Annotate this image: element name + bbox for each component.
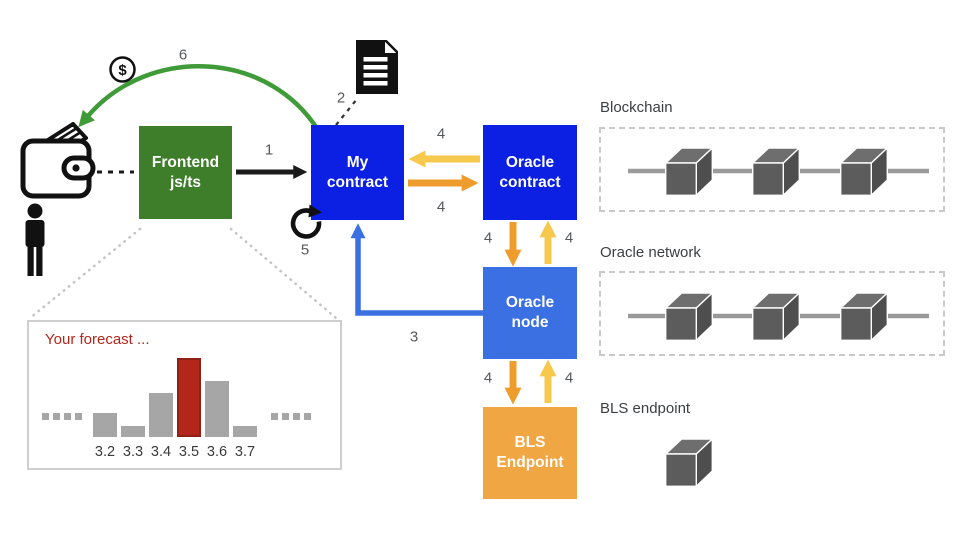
truncation-dots-right [271,413,311,420]
forecast-bar-3.5 [177,358,201,437]
cube-icon [663,146,715,197]
forecast-x-label: 3.4 [150,444,172,460]
step-label-4c: 4 [483,229,493,247]
cube-icon [663,291,715,342]
oracle-network-dashed-box [599,271,945,356]
cube-icon [838,146,890,197]
my-contract-node: My contract [311,125,404,220]
frontend-label-line1: Frontend [151,153,220,171]
forecast-bar-3.4 [149,393,173,437]
bls-label-line2: Endpoint [496,454,564,471]
section-label-bls-endpoint: BLS endpoint [600,400,691,417]
cube-icon [750,291,802,342]
frontend-node: Frontend js/ts [139,126,232,219]
oracle-node-node: Oracle node [483,267,577,359]
forecast-bar-3.3 [121,426,145,437]
oracle-contract-label-line1: Oracle [505,153,555,171]
step-label-6: 6 [178,46,188,64]
step-label-4a: 4 [436,125,446,143]
step-label-5: 5 [300,241,310,259]
oracle-node-label-line1: Oracle [505,294,555,311]
bls-endpoint-node: BLS Endpoint [483,407,577,499]
arrow-step3-blue [350,223,483,316]
cube-icon [838,291,890,342]
dollar-coin-icon: $ [108,55,137,84]
forecast-x-label: 3.2 [94,444,116,460]
step-label-4f: 4 [564,369,574,387]
wallet-icon [20,118,96,200]
forecast-x-label: 3.7 [234,444,256,460]
forecast-title: Your forecast ... [45,331,150,348]
step-label-4b: 4 [436,198,446,216]
frontend-label-line2: js/ts [169,173,201,191]
dollar-symbol: $ [118,62,127,79]
arrow-step6-green [78,64,323,137]
forecast-x-label: 3.6 [206,444,228,460]
section-label-oracle-network: Oracle network [600,244,701,261]
cube-icon [663,437,715,488]
blockchain-dashed-box [599,127,945,212]
forecast-bar-3.2 [93,413,117,437]
oracle-node-label-line2: node [511,314,549,331]
step-label-3: 3 [409,328,419,346]
forecast-x-label: 3.5 [178,444,200,460]
truncation-dots-left [42,413,82,420]
forecast-chart: Your forecast ... 3.2 3.3 3.4 3.5 3.6 3.7 [27,320,342,470]
document-dashed-link [335,98,358,126]
document-icon [356,39,399,94]
bls-label-line1: BLS [514,434,546,451]
my-contract-label-line2: contract [326,173,389,191]
zoom-callout-lines [28,227,338,320]
cube-icon [750,146,802,197]
step-label-4e: 4 [483,369,493,387]
step-label-1: 1 [264,141,274,159]
oracle-contract-node: Oracle contract [483,125,577,220]
step-label-4d: 4 [564,229,574,247]
forecast-bar-3.7 [233,426,257,437]
oracle-contract-label-line2: contract [499,173,561,191]
section-label-blockchain: Blockchain [600,99,673,116]
person-icon [20,203,50,278]
step-label-2: 2 [336,89,346,107]
refresh-icon [287,204,325,242]
forecast-bars: 3.2 3.3 3.4 3.5 3.6 3.7 [29,322,340,468]
forecast-bar-3.6 [205,381,229,437]
forecast-x-label: 3.3 [122,444,144,460]
my-contract-label-line1: My [346,153,369,171]
